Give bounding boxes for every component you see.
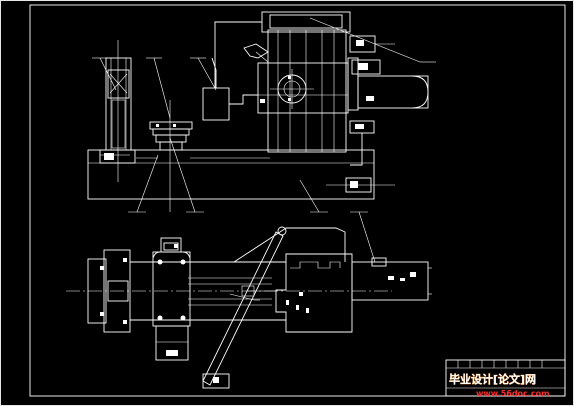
top-motor: [309, 17, 436, 63]
control-box: [202, 57, 258, 121]
spindle-head: [257, 57, 429, 114]
saddle-base: [155, 325, 189, 361]
plan-spindle-block: [351, 257, 432, 301]
chuck-assembly: [87, 249, 131, 333]
slide-ways: [130, 261, 286, 321]
callout-leaders-bottom: [229, 293, 260, 301]
support-arm: [202, 226, 346, 389]
title-block-watermark: 毕业设计[论文]网: [449, 372, 536, 386]
feed-motor: [243, 43, 269, 63]
title-block-url: www.56doc.com: [476, 389, 549, 398]
feed-cylinder: [326, 120, 395, 193]
saddle-motor: [160, 237, 182, 253]
plan-view: [66, 226, 432, 389]
saddle: [152, 251, 191, 327]
title-block: 毕业设计[论文]网 www.56doc.com: [445, 359, 566, 398]
callout-leaders-top: [92, 57, 376, 263]
front-elevation-view: [87, 11, 436, 263]
left-column: [105, 40, 132, 182]
workpiece-fixture: [149, 100, 193, 212]
machine-bed: [87, 149, 375, 200]
main-column: [214, 11, 351, 153]
